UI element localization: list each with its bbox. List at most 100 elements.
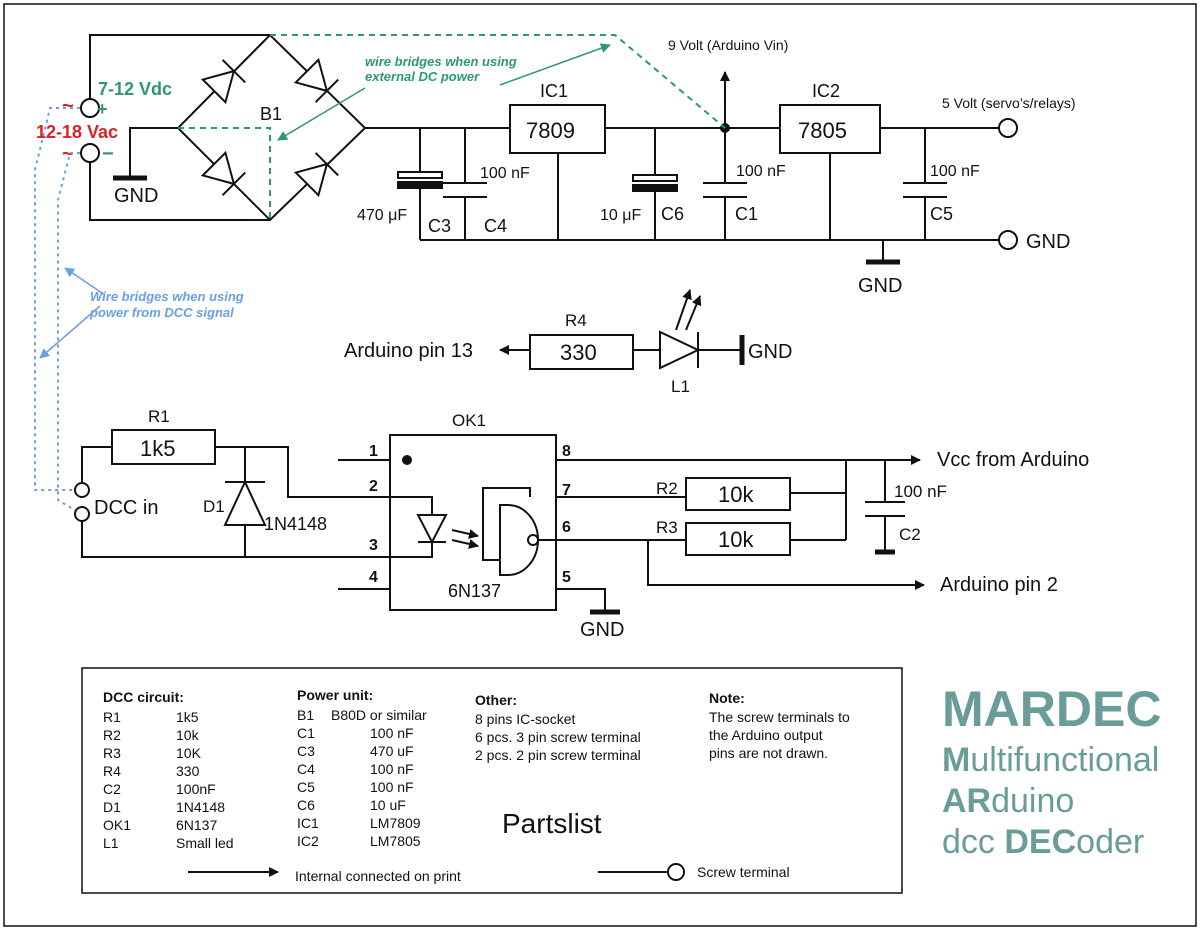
dc-bridge-inner [178, 127, 271, 220]
r1-value: 1k5 [140, 436, 175, 461]
c3-plate-bottom [397, 181, 443, 189]
wire-pin5-gnd [556, 588, 606, 612]
dc-bridge-top [270, 34, 726, 129]
opto-led [416, 514, 448, 545]
dcc-part-value: 330 [176, 763, 200, 779]
other-item: 2 pcs. 2 pin screw terminal [475, 747, 641, 763]
power-part-value: 100 nF [370, 761, 414, 777]
ic1-box [509, 104, 606, 154]
opto-ray-1 [451, 529, 479, 539]
ic2-label: IC2 [812, 81, 840, 101]
dc-bridge-note-line1: wire bridges when using [365, 54, 517, 69]
gnd-left-label: GND [114, 185, 158, 207]
wire-bridge-gnd [129, 127, 178, 178]
dc-note-arrow-1 [277, 87, 366, 141]
diode-b1-4 [293, 152, 339, 198]
pin-8-label: 8 [562, 443, 571, 460]
dcc-note-arrow-1 [39, 305, 101, 359]
r4-label: R4 [565, 311, 587, 330]
r3-label: R3 [656, 518, 678, 537]
dcc-part-value: 10K [176, 745, 202, 761]
c4-label: C4 [484, 216, 507, 236]
dcc-note-arrow-2 [64, 267, 106, 296]
r1-box [111, 429, 216, 465]
r3-value: 10k [718, 527, 754, 552]
gnd-mid-label: GND [858, 275, 902, 297]
ic2-part: 7805 [798, 118, 847, 143]
diode-b1-3 [200, 150, 246, 196]
pin2-label: Arduino pin 2 [940, 574, 1058, 596]
other-item: 6 pcs. 3 pin screw terminal [475, 729, 641, 745]
dcc-wire-bridges [34, 107, 80, 513]
terminal-dcc-1 [74, 482, 90, 498]
bridge-b1-outline [176, 33, 367, 222]
title-main: MARDEC [942, 681, 1161, 737]
vcc-label: Vcc from Arduino [937, 449, 1089, 471]
dcc-bridge-plus [34, 107, 80, 491]
terminal-gnd [998, 230, 1018, 250]
led-ray-1 [675, 289, 692, 331]
pin-1-label: 1 [369, 443, 378, 460]
led-ray-2 [685, 295, 702, 331]
terminal-5v [998, 118, 1018, 138]
gnd-terminal-label: GND [1026, 231, 1070, 253]
dcc-heading: DCC circuit: [103, 689, 184, 705]
c4-value: 100 nF [480, 165, 530, 182]
terminal-power-minus [80, 143, 100, 163]
dcc-part-ref: D1 [103, 799, 121, 815]
pin-6-label: 6 [562, 519, 571, 536]
bridge-b1-label: B1 [260, 104, 282, 124]
opto-ray-2 [451, 539, 479, 549]
power-part-value: 100 nF [370, 725, 414, 741]
partslist-dcc-column: DCC circuit: R1 1k5 R2 10k R3 10K R4 330… [103, 689, 234, 851]
other-heading: Other: [475, 692, 517, 708]
wire-opto-led-bottom [390, 542, 433, 558]
ok1-pin1-dot [402, 455, 412, 465]
l1-label: L1 [671, 377, 690, 396]
page-border [3, 3, 1197, 927]
c3-plate-top [397, 171, 443, 179]
note-line: the Arduino output [709, 727, 823, 743]
dcc-bridge-note-line1: Wire bridges when using [90, 289, 244, 304]
r1-label: R1 [148, 407, 170, 426]
dc-wire-bridges [178, 34, 726, 220]
ok1-label: OK1 [452, 411, 486, 430]
dcc-bridge-minus [57, 152, 80, 513]
wire-dcc-r1 [81, 446, 112, 482]
dcc-part-ref: R2 [103, 727, 121, 743]
power-part-ref: C4 [297, 761, 315, 777]
dcc-in-label: DCC in [94, 497, 158, 519]
c5-value: 100 nF [930, 163, 980, 180]
power-capacitors [397, 171, 947, 198]
partslist-power-column: Power unit: B1 B80D or similar C1 100 nF… [297, 687, 427, 849]
terminal-dcc-2 [74, 506, 90, 522]
c6-plate-bottom [632, 184, 678, 192]
title-line3: dcc DECoder [942, 823, 1144, 861]
ic1-label: IC1 [540, 81, 568, 101]
dc-note-arrow-2 [499, 43, 611, 86]
pin-5-label: 5 [562, 569, 571, 586]
r4-box [529, 334, 634, 370]
dcc-part-value: 6N137 [176, 817, 217, 833]
ac-tilde-2: ~ [62, 143, 74, 165]
dc-input-label: 7-12 Vdc [98, 79, 172, 99]
wire-r1-pin2 [215, 446, 390, 498]
title-block: MARDEC Multifunctional ARduino dcc DECod… [942, 681, 1161, 861]
title-line1: Multifunctional [942, 741, 1159, 779]
dcc-bridge-note-line2: power from DCC signal [89, 305, 234, 320]
power-part-ref: C5 [297, 779, 315, 795]
ic1-part: 7809 [526, 118, 575, 143]
dcc-part-ref: C2 [103, 781, 121, 797]
c3-value: 470 μF [357, 207, 407, 224]
note-heading: Note: [709, 690, 745, 706]
power-part-value: 470 uF [370, 743, 414, 759]
led-gnd-label: GND [748, 341, 792, 363]
power-b1-ref: B1 [297, 707, 314, 723]
dcc-part-value: 1k5 [176, 709, 199, 725]
dcc-part-value: Small led [176, 835, 234, 851]
dcc-part-value: 1N4148 [176, 799, 225, 815]
c2-label: C2 [899, 525, 921, 544]
power-part-ref: IC1 [297, 815, 319, 831]
